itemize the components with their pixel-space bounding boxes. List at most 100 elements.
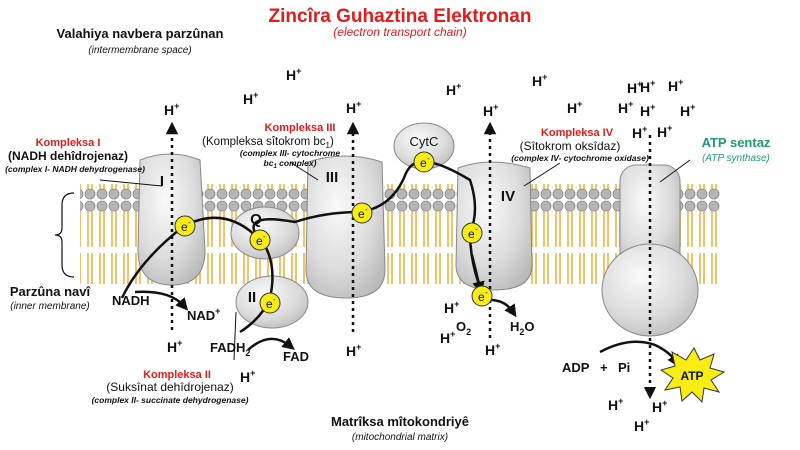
- proton: H+: [618, 99, 633, 116]
- complex-iv-shape: [455, 161, 533, 291]
- svg-text:-: -: [427, 154, 430, 163]
- svg-text:-: -: [475, 225, 478, 234]
- proton: H+: [240, 368, 255, 385]
- electron-4: e-: [351, 202, 373, 224]
- oxygen-label: O2: [456, 319, 471, 337]
- fadh2-arrow: [247, 337, 295, 351]
- proton: H+: [346, 342, 361, 359]
- svg-text:-: -: [188, 218, 191, 227]
- nadh-label: NADH: [112, 293, 150, 308]
- proton: H+: [634, 417, 649, 434]
- proton: H+: [668, 77, 683, 94]
- proton: H+: [608, 396, 623, 413]
- proton: H+: [164, 101, 179, 118]
- atp-label: ATP: [680, 369, 703, 383]
- svg-text:e: e: [266, 297, 273, 311]
- electron-5: e-: [413, 151, 435, 173]
- cytochrome-c-label: CytC: [410, 134, 439, 149]
- inner-membrane-label: Parzûna navî: [10, 284, 92, 299]
- complex-iv-name: (Sîtokrom oksîdaz): [520, 139, 621, 153]
- atp-starburst: [659, 347, 726, 404]
- fad-label: FAD: [283, 349, 309, 364]
- proton: H+: [485, 341, 500, 358]
- water-arrow: [489, 298, 517, 318]
- atp-synthase-sub: (ATP synthase): [702, 153, 770, 164]
- pointer-complex-i: [99, 179, 163, 187]
- proton: H+: [680, 102, 695, 119]
- pointer-complex-iii: [289, 161, 319, 181]
- proton: H+: [640, 78, 655, 95]
- complex-i-sub: (complex I- NADH dehydrogenase): [5, 164, 145, 174]
- pointer-atp-synthase: [659, 159, 691, 183]
- complex-i-name: (NADH dehîdrojenaz): [8, 149, 128, 163]
- electron-2: e-: [249, 229, 271, 251]
- proton: H+: [444, 299, 459, 316]
- proton: H+: [440, 329, 455, 346]
- proton: H+: [286, 66, 301, 83]
- electron-7: e-: [471, 285, 493, 307]
- svg-text:e: e: [478, 290, 485, 304]
- complex-iv-numeral: IV: [501, 188, 515, 205]
- membrane-brace: [54, 192, 75, 278]
- proton: H+: [657, 123, 672, 140]
- proton-labels: H+ H+ H+ H+ H+ H+ H+ H+ H+ H+ H+ H+ H+ H…: [164, 66, 695, 434]
- fadh2-label: FADH2: [210, 340, 250, 358]
- svg-text:e: e: [468, 227, 475, 241]
- intermembrane-label: Valahiya navbera parzûnan: [57, 26, 224, 41]
- complex-iii-sub1: (complex III- cytochrome: [240, 148, 340, 158]
- water-label: H2O: [510, 319, 535, 337]
- diagram-title: Zincîra Guhaztina Elektronan: [269, 6, 532, 27]
- svg-text:e: e: [181, 220, 188, 234]
- complex-iv-title: Kompleksa IV: [541, 127, 614, 139]
- adp-label: ADP: [562, 360, 590, 375]
- electron-1: e-: [174, 215, 196, 237]
- atp-synthesis-arrow: [599, 340, 680, 368]
- proton: H+: [446, 81, 461, 98]
- proton: H+: [532, 72, 547, 89]
- svg-text:-: -: [273, 295, 276, 304]
- electron-6: e-: [461, 222, 483, 244]
- svg-text:-: -: [485, 288, 488, 297]
- complex-iii-title: Kompleksa III: [265, 122, 336, 134]
- proton: H+: [567, 99, 582, 116]
- electron-3: e-: [259, 292, 281, 314]
- complex-ii-name: (Suksînat dehîdrojenaz): [106, 380, 233, 394]
- complex-iii-name: (Kompleksa sîtokrom bc1): [202, 136, 334, 150]
- complex-i-numeral: I: [160, 173, 164, 190]
- nadh-arrow: [134, 290, 189, 311]
- proton: H+: [632, 124, 647, 141]
- complex-iii-sub2: bc1 complex): [264, 158, 317, 170]
- atp-synthase-title: ATP sentaz: [702, 135, 771, 150]
- proton: H+: [640, 102, 655, 119]
- proton: H+: [346, 99, 361, 116]
- matrix-sub: (mitochondrial matrix): [352, 432, 448, 443]
- proton: H+: [483, 102, 498, 119]
- proton: H+: [627, 79, 642, 96]
- ubiquinone-label: Q: [250, 211, 262, 228]
- nad-label: NAD+: [187, 306, 220, 323]
- svg-text:-: -: [365, 205, 368, 214]
- proton: H+: [652, 398, 667, 415]
- pointer-complex-iv: [523, 162, 561, 187]
- proton: H+: [243, 90, 258, 107]
- complex-iv-sub: (complex IV- cytochrome oxidase): [511, 153, 649, 163]
- proton: H+: [167, 338, 182, 355]
- svg-text:-: -: [263, 232, 266, 241]
- diagram-subtitle: (electron transport chain): [333, 25, 466, 39]
- intermembrane-sub: (intermembrane space): [88, 45, 191, 56]
- electron-arrow-to-oxygen: [470, 254, 485, 295]
- complex-iii-shape: [305, 155, 386, 299]
- matrix-label: Matrîksa mîtokondriyê: [331, 414, 469, 429]
- complex-ii-numeral: II: [248, 289, 256, 306]
- complex-i-title: Kompleksa I: [36, 137, 101, 149]
- complex-ii-title: Kompleksa II: [143, 369, 211, 381]
- svg-text:e: e: [420, 156, 427, 170]
- phosphate-label: Pi: [618, 360, 630, 375]
- plus-sign: +: [600, 360, 608, 375]
- inner-membrane-sub: (inner membrane): [10, 301, 89, 312]
- svg-text:e: e: [358, 207, 365, 221]
- pointer-complex-ii: [233, 311, 237, 361]
- complex-iii-numeral: III: [326, 169, 339, 186]
